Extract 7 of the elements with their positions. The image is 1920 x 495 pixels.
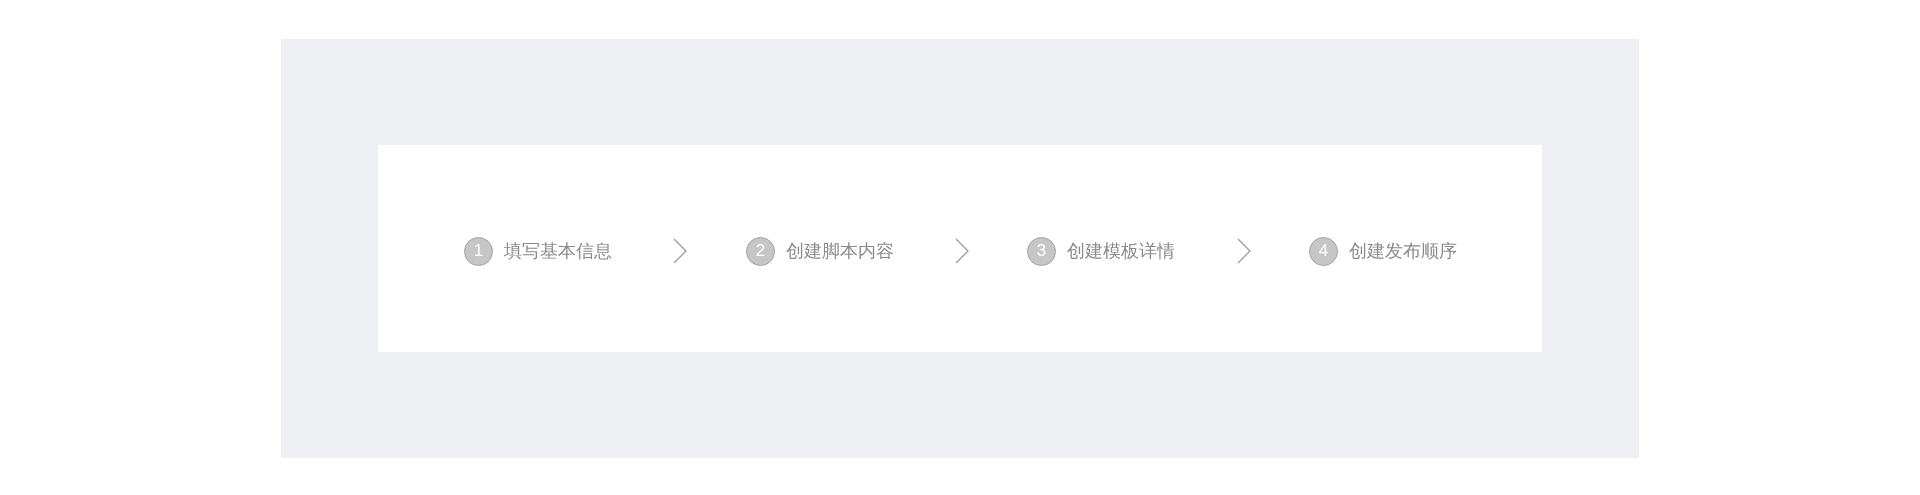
step-label: 创建脚本内容 — [786, 242, 894, 260]
chevron-arrow — [673, 238, 687, 264]
chevron-arrow — [955, 238, 969, 264]
step-label: 创建发布顺序 — [1349, 242, 1457, 260]
chevron-arrow — [1237, 238, 1251, 264]
step-label: 填写基本信息 — [504, 242, 612, 260]
step-label: 创建模板详情 — [1067, 242, 1175, 260]
